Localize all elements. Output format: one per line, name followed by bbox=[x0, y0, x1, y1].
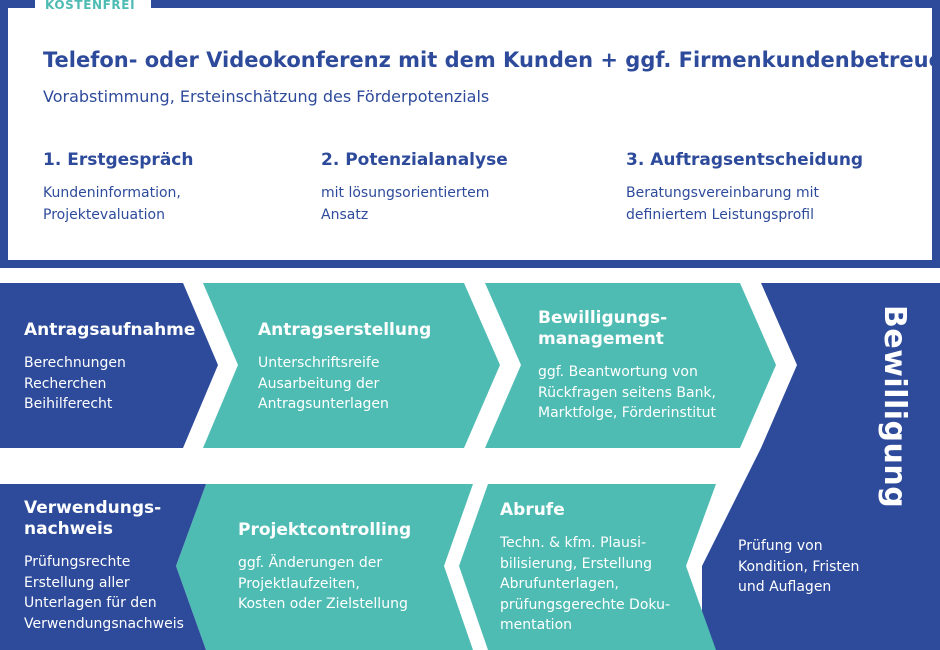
application-creation-chevron bbox=[203, 283, 500, 448]
step-order-decision: 3. Auftragsentscheidung Beratungsvereinb… bbox=[626, 150, 926, 226]
block-project-controlling: Projektcontrolling ggf. Änderungen der P… bbox=[238, 520, 468, 615]
step-title: 1. Erstgespräch bbox=[43, 150, 194, 170]
approval-management-chevron bbox=[485, 283, 776, 448]
approval-title: Bewilligung bbox=[877, 305, 912, 509]
top-border-segment bbox=[151, 0, 940, 8]
approval-block bbox=[702, 283, 940, 650]
step-potential-analysis: 2. Potenzialanalyse mit lösungsorientier… bbox=[321, 150, 621, 226]
block-text: Prüfung von Kondition, Fristen und Aufla… bbox=[738, 538, 860, 595]
consultation-subtitle: Vorabstimmung, Ersteinschätzung des Förd… bbox=[43, 87, 490, 106]
project-controlling-chevron bbox=[176, 484, 473, 650]
free-badge: KOSTENFREI bbox=[45, 0, 136, 12]
block-application-creation: Antragserstellung Unterschriftsreife Aus… bbox=[258, 320, 473, 415]
block-text: Unterschriftsreife Ausarbeitung der Antr… bbox=[258, 355, 389, 412]
block-text: Prüfungsrechte Erstellung aller Unterlag… bbox=[24, 554, 184, 632]
block-text: ggf. Beantwortung von Rückfragen seitens… bbox=[538, 364, 716, 421]
step-text: Beratungsvereinbarung mit definiertem Le… bbox=[626, 185, 820, 223]
block-title: Antragserstellung bbox=[258, 320, 432, 340]
usage-proof-arrow bbox=[0, 484, 206, 650]
block-application-intake: Antragsaufnahme Berechnungen Recherchen … bbox=[24, 320, 199, 415]
block-text: Berechnungen Recherchen Beihilferecht bbox=[24, 355, 126, 412]
consultation-box bbox=[0, 0, 940, 268]
application-intake-arrow bbox=[0, 283, 218, 448]
block-approval: Prüfung von Kondition, Fristen und Aufla… bbox=[738, 536, 928, 598]
block-retrievals: Abrufe Techn. & kfm. Plausi- bilisierung… bbox=[500, 500, 710, 636]
block-title: Bewilligungs- management bbox=[538, 308, 668, 349]
block-title: Antragsaufnahme bbox=[24, 320, 196, 340]
block-usage-proof: Verwendungs- nachweis Prüfungsrechte Ers… bbox=[24, 498, 204, 634]
step-title: 3. Auftragsentscheidung bbox=[626, 150, 864, 170]
retrievals-chevron bbox=[459, 484, 716, 650]
block-title: Verwendungs- nachweis bbox=[24, 498, 162, 539]
block-title: Projektcontrolling bbox=[238, 520, 412, 540]
block-text: ggf. Änderungen der Projektlaufzeiten, K… bbox=[238, 555, 408, 612]
consultation-title: Telefon- oder Videokonferenz mit dem Kun… bbox=[43, 48, 940, 72]
top-border-segment bbox=[0, 0, 35, 8]
step-initial-meeting: 1. Erstgespräch Kundeninformation, Proje… bbox=[43, 150, 343, 226]
step-text: mit lösungsorientiertem Ansatz bbox=[321, 185, 490, 223]
block-approval-management: Bewilligungs- management ggf. Beantwortu… bbox=[538, 308, 763, 424]
step-text: Kundeninformation, Projektevaluation bbox=[43, 185, 181, 223]
block-text: Techn. & kfm. Plausi- bilisierung, Erste… bbox=[500, 535, 671, 633]
block-title: Abrufe bbox=[500, 500, 565, 520]
step-title: 2. Potenzialanalyse bbox=[321, 150, 508, 170]
